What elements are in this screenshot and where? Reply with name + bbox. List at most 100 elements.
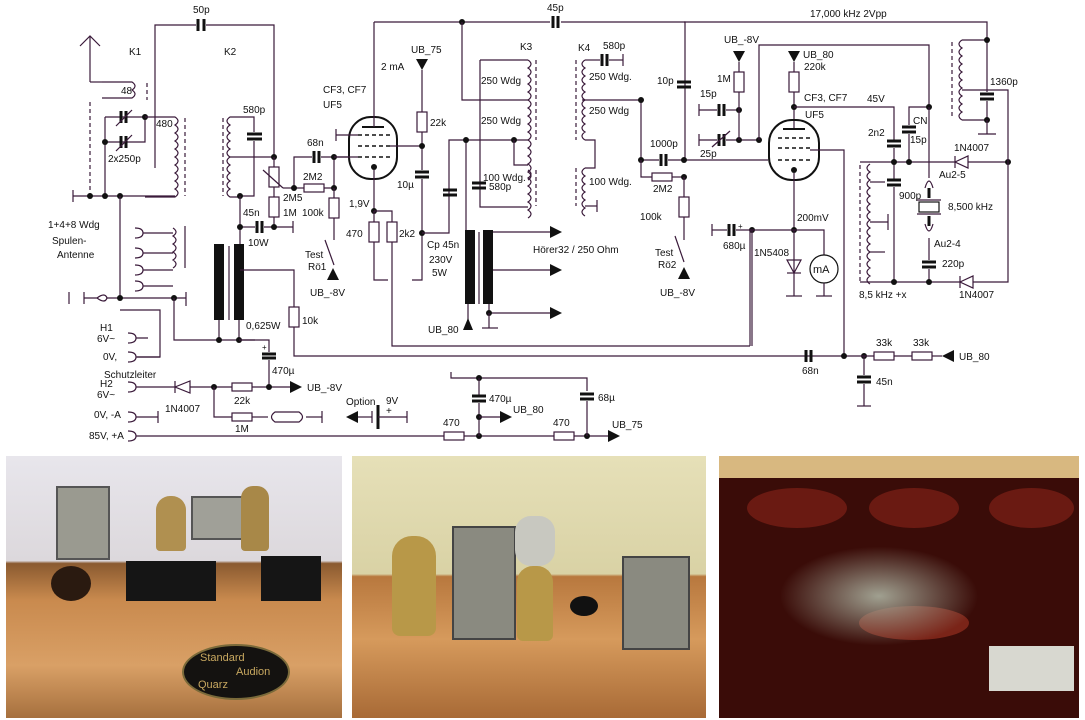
res-100k-label: 100k bbox=[302, 208, 325, 219]
main-coil bbox=[145, 116, 179, 198]
cap-10u-label: 10µ bbox=[397, 180, 414, 191]
res-22k-label: 22k bbox=[234, 396, 251, 407]
freq-out-label: 8,5 kHz +x bbox=[859, 290, 907, 301]
label-k2: K2 bbox=[224, 47, 237, 58]
svg-text:+: + bbox=[386, 406, 392, 417]
cap-470u-heater-label: 470µ bbox=[272, 366, 295, 377]
diode-1n4007-top bbox=[953, 155, 969, 169]
tank-coil bbox=[958, 39, 964, 121]
k3-winding-1: 250 Wdg bbox=[481, 76, 521, 87]
plaque-line-1: Standard bbox=[200, 652, 245, 664]
res-33k-1-label: 33k bbox=[876, 338, 893, 349]
k4-winding-2: 250 Wdg bbox=[589, 106, 629, 117]
ub80-filter-label: UB_80 bbox=[959, 352, 990, 363]
cap-15p-tube2-label: 15p bbox=[700, 89, 717, 100]
loop-label-1: 1+4+8 Wdg bbox=[48, 220, 100, 231]
zero-v-label: 0V, bbox=[103, 352, 117, 363]
heater-transformer bbox=[214, 244, 224, 320]
tube1-type-1: CF3, CF7 bbox=[323, 85, 367, 96]
diode-1n4007-power-label: 1N4007 bbox=[165, 404, 200, 415]
loop-label-3: Antenne bbox=[57, 250, 95, 261]
plate-45v-label: 45V bbox=[867, 94, 885, 105]
ub75-supply-label: UB_75 bbox=[612, 420, 643, 431]
phones-label: Hörer32 / 250 Ohm bbox=[533, 245, 619, 256]
cap-45n-label: 45n bbox=[243, 208, 260, 219]
h2-volt-label: 6V~ bbox=[97, 390, 115, 401]
res-2m2-tube2-label: 2M2 bbox=[653, 184, 673, 195]
ub75-tube1-label: UB_75 bbox=[411, 45, 442, 56]
cap-680u-label: 680µ bbox=[723, 241, 746, 252]
diode-1n5408-label: 1N5408 bbox=[754, 248, 789, 259]
diode-1n4007-bottom bbox=[958, 275, 974, 289]
res-1m-label: 1M bbox=[283, 208, 297, 219]
cap-cn-label: CN bbox=[913, 116, 927, 127]
test-rö1-supply: UB_-8V bbox=[310, 288, 345, 299]
output-230v-label: 230V bbox=[429, 255, 453, 266]
k3-cap-label: 580p bbox=[489, 182, 512, 193]
label-k3: K3 bbox=[520, 42, 533, 53]
res-470-1-label: 470 bbox=[443, 418, 460, 429]
cap-470u-supply-label: 470µ bbox=[489, 394, 512, 405]
test-rö1-label-1: Test bbox=[305, 250, 324, 261]
test-rö2-label-1: Test bbox=[655, 248, 674, 259]
option-label: Option bbox=[346, 397, 375, 408]
ub-8v-tube2-label: UB_-8V bbox=[724, 35, 759, 46]
tuning-cap-label: 2x250p bbox=[108, 154, 141, 165]
osc-freq-label: 17,000 kHz 2Vpp bbox=[810, 9, 887, 20]
res-10k-label: 10k bbox=[302, 316, 319, 327]
k3-winding-3: 100 Wdg. bbox=[483, 173, 526, 184]
svg-text:+: + bbox=[738, 222, 743, 231]
res-2m2-label: 2M2 bbox=[303, 172, 323, 183]
heater-10w-label: 10W bbox=[248, 238, 269, 249]
diode-top-label: 1N4007 bbox=[954, 143, 989, 154]
test-rö2-label-2: Rö2 bbox=[658, 260, 677, 271]
pot-2m5-label: 2M5 bbox=[283, 193, 303, 204]
plus-a-label: 85V, +A bbox=[89, 431, 124, 442]
diode-1n4007-power bbox=[173, 380, 191, 394]
k3-winding-2: 250 Wdg bbox=[481, 116, 521, 127]
tube1-pentode bbox=[348, 22, 398, 180]
receiver-schematic: K1 K2 48 2x250p 480 50p 1+4+8 Wdg Spulen… bbox=[48, 3, 1018, 442]
tube1-cathode-v: 1,9V bbox=[349, 199, 370, 210]
h2-label: H2 bbox=[100, 379, 113, 390]
photo-receiver-top bbox=[352, 456, 706, 718]
res-470-cathode-label: 470 bbox=[346, 229, 363, 240]
au25-label: Au2-5 bbox=[939, 170, 966, 181]
antenna-symbol bbox=[79, 35, 102, 83]
crystal-freq-label: 8,500 kHz bbox=[948, 202, 993, 213]
ub80-output-label: UB_80 bbox=[428, 325, 459, 336]
test-rö1-label-2: Rö1 bbox=[308, 262, 327, 273]
test-rö2-supply: UB_-8V bbox=[660, 288, 695, 299]
res-22k-label: 22k bbox=[430, 118, 447, 129]
cap-68n-filter-label: 68n bbox=[802, 366, 819, 377]
loop-antenna-coil bbox=[171, 227, 177, 269]
label-k4: K4 bbox=[578, 43, 591, 54]
res-220k-label: 220k bbox=[804, 62, 827, 73]
photo-receiver-underside bbox=[719, 456, 1079, 718]
cap-45p-label: 45p bbox=[547, 3, 564, 14]
res-470-2-label: 470 bbox=[553, 418, 570, 429]
standard-audion-quarz-plaque: Standard Audion Quarz bbox=[182, 644, 290, 700]
output-5w-label: 5W bbox=[432, 268, 448, 279]
cap-2n2-label: 2n2 bbox=[868, 128, 885, 139]
cap-68u-label: 68µ bbox=[598, 393, 615, 404]
k4-winding-3: 100 Wdg. bbox=[589, 177, 632, 188]
ub-8v-power-label: UB_-8V bbox=[307, 383, 342, 394]
label-k1: K1 bbox=[129, 47, 142, 58]
res-100k-tube2-label: 100k bbox=[640, 212, 663, 223]
coil-48-label: 48 bbox=[121, 86, 133, 97]
output-transformer bbox=[465, 230, 475, 304]
svg-text:+: + bbox=[262, 343, 267, 352]
tuning-capacitor bbox=[115, 109, 133, 152]
input-coil bbox=[102, 81, 136, 99]
au24-label: Au2-4 bbox=[934, 239, 961, 250]
cap-1360p-label: 1360p bbox=[990, 77, 1018, 88]
res-2k2-label: 2k2 bbox=[399, 229, 416, 240]
h1-volt-label: 6V~ bbox=[97, 334, 115, 345]
cap-cn-value: 15p bbox=[910, 135, 927, 146]
k3-coil bbox=[526, 59, 532, 181]
coil-480-label: 480 bbox=[156, 119, 173, 130]
zero-a-label: 0V, -A bbox=[94, 410, 121, 421]
cap-220p-label: 220p bbox=[942, 259, 965, 270]
quartz-crystal bbox=[918, 201, 940, 213]
